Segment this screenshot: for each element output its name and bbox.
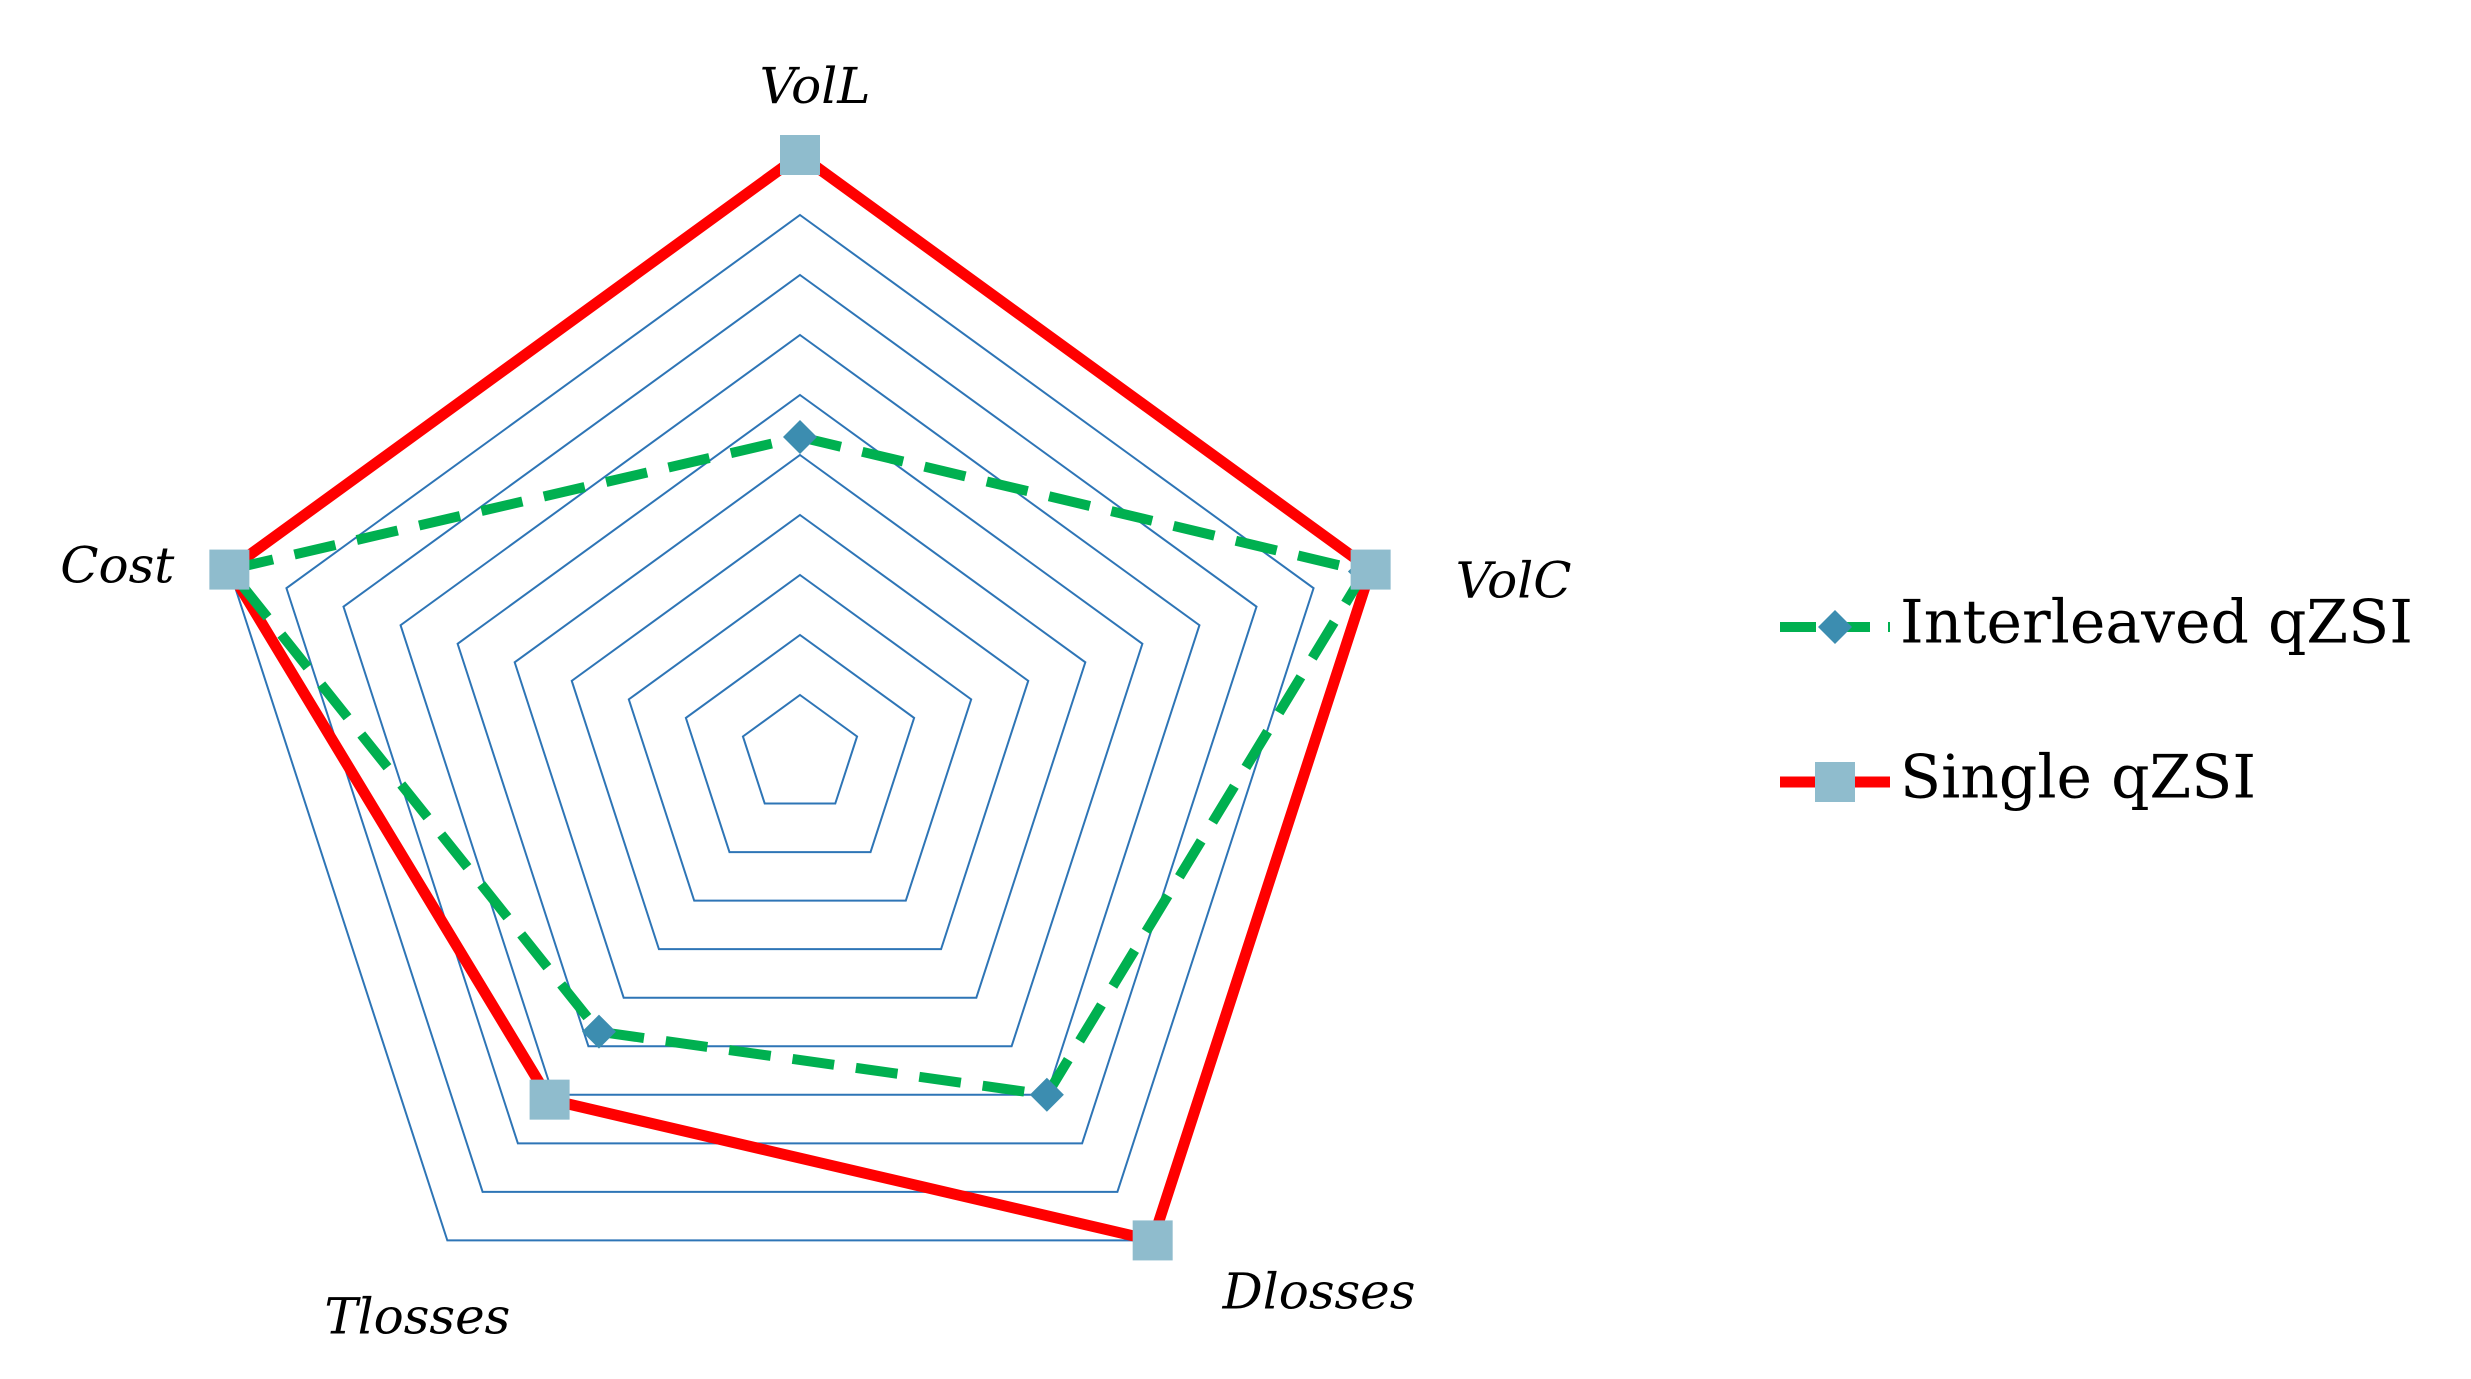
marker-interleaved-qzsi-voll (783, 420, 817, 454)
legend-item-interleaved-qzsi: Interleaved qZSI (1780, 588, 2413, 658)
grid-ring-6 (456, 393, 1144, 1048)
marker-single-qzsi-volc (1350, 549, 1391, 590)
marker-single-qzsi-dlosses (1132, 1220, 1173, 1261)
grid-ring-2 (684, 633, 916, 854)
axis-label-voll: VolL (760, 57, 871, 115)
legend: Interleaved qZSI Single qZSI (1780, 588, 2413, 813)
axis-label-cost: Cost (60, 537, 175, 595)
series-line-single-qzsi (222, 148, 1378, 1247)
marker-single-qzsi-tlosses (529, 1079, 570, 1120)
marker-single-qzsi-cost (209, 549, 250, 590)
grid-ring-10 (228, 153, 1372, 1242)
grid-ring-3 (627, 573, 973, 902)
series-line-interleaved-qzsi (220, 431, 1373, 1101)
radar-grid (228, 153, 1372, 1242)
axis-label-tlosses: Tlosses (324, 1287, 510, 1345)
grid-ring-8 (342, 273, 1258, 1145)
legend-label-interleaved-qzsi: Interleaved qZSI (1900, 588, 2413, 658)
axis-label-dlosses: Dlosses (1222, 1262, 1416, 1320)
grid-ring-1 (741, 693, 859, 805)
legend-swatch-marker (1818, 610, 1852, 644)
series-single-qzsi (222, 148, 1378, 1247)
series-interleaved-qzsi (220, 431, 1373, 1101)
legend-label-single-qzsi: Single qZSI (1900, 743, 2256, 813)
grid-ring-4 (570, 513, 1030, 951)
grid-ring-5 (513, 453, 1087, 999)
grid-ring-7 (399, 333, 1201, 1096)
marker-single-qzsi-voll (780, 135, 820, 175)
grid-ring-9 (285, 213, 1315, 1193)
legend-item-single-qzsi: Single qZSI (1780, 743, 2256, 813)
legend-swatch-marker (1815, 762, 1855, 802)
radar-series (209, 135, 1391, 1261)
axis-label-volc: VolC (1456, 552, 1572, 610)
axis-labels: VolL VolC Dlosses Tlosses Cost (60, 57, 1571, 1345)
marker-interleaved-qzsi-tlosses (581, 1014, 616, 1049)
marker-interleaved-qzsi-dlosses (1029, 1077, 1064, 1112)
